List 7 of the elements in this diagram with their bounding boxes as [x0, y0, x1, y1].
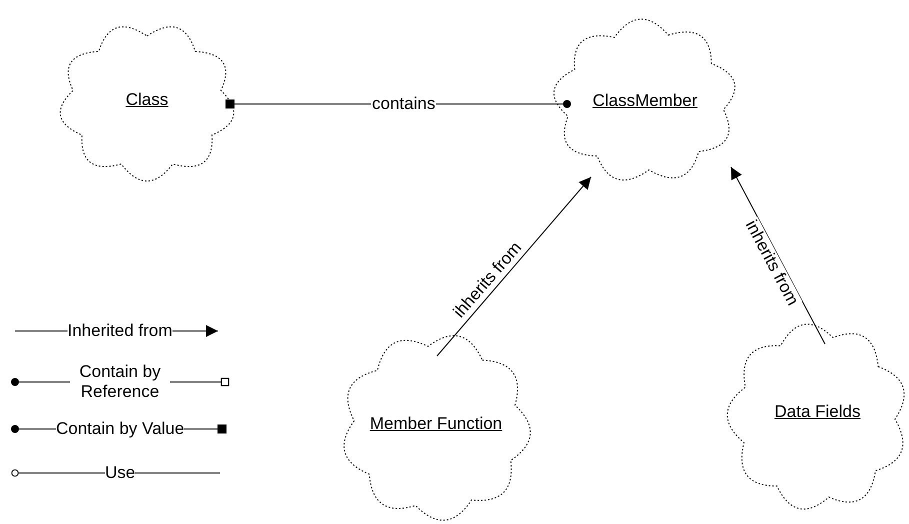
class-name: Data Fields	[774, 402, 860, 421]
class-name: Class	[126, 90, 168, 109]
arrow	[730, 166, 826, 344]
legend-text: Contain by Value	[56, 419, 184, 439]
class-name: ClassMember	[592, 91, 698, 110]
class-name: Member Function	[370, 414, 502, 433]
arrow	[436, 176, 592, 356]
